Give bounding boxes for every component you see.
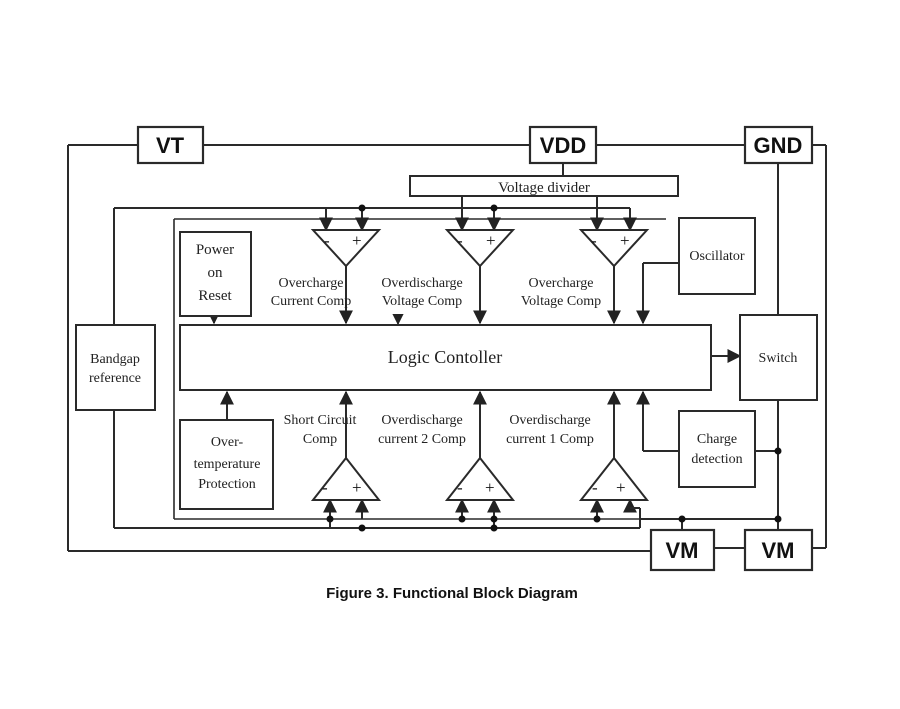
charge-detection-block: Charge detection bbox=[678, 410, 756, 488]
svg-text:-: - bbox=[322, 478, 328, 497]
svg-text:GND: GND bbox=[754, 133, 803, 158]
pin-vt: VT bbox=[136, 125, 205, 165]
svg-text:Current Comp: Current Comp bbox=[271, 294, 352, 309]
svg-text:-: - bbox=[591, 231, 597, 250]
pin-vm-right: VM bbox=[743, 528, 814, 572]
svg-text:Power: Power bbox=[196, 242, 234, 258]
svg-text:Overdischarge: Overdischarge bbox=[381, 276, 462, 291]
svg-text:Voltage Comp: Voltage Comp bbox=[521, 294, 601, 309]
svg-text:VM: VM bbox=[762, 538, 795, 563]
pin-vm-left: VM bbox=[649, 528, 716, 572]
svg-text:Reset: Reset bbox=[198, 288, 232, 304]
svg-text:Overcharge: Overcharge bbox=[528, 276, 593, 291]
comparator-overdischarge-current-1: - + Overdischarge current 1 Comp bbox=[506, 413, 650, 501]
comparator-overcharge-voltage: - + Overcharge Voltage Comp bbox=[521, 229, 650, 309]
oscillator-block: Oscillator bbox=[678, 217, 756, 295]
svg-text:Logic Contoller: Logic Contoller bbox=[388, 347, 502, 367]
switch-block: Switch bbox=[739, 314, 818, 401]
comparator-overdischarge-voltage: - + Overdischarge Voltage Comp bbox=[381, 229, 516, 309]
svg-text:Overdischarge: Overdischarge bbox=[381, 413, 462, 428]
comparator-overcharge-current: - + Overcharge Current Comp bbox=[271, 229, 382, 309]
svg-text:Short Circuit: Short Circuit bbox=[284, 413, 357, 428]
power-on-reset-block: Power on Reset bbox=[179, 231, 252, 317]
outer-wiring bbox=[67, 144, 827, 552]
over-temperature-block: Over- temperature Protection bbox=[179, 419, 274, 510]
svg-text:Protection: Protection bbox=[198, 477, 256, 492]
svg-text:temperature: temperature bbox=[194, 457, 261, 472]
svg-text:VT: VT bbox=[156, 133, 185, 158]
svg-text:-: - bbox=[592, 478, 598, 497]
svg-text:Voltage divider: Voltage divider bbox=[498, 180, 590, 196]
bandgap-reference-block: Bandgap reference bbox=[75, 324, 156, 411]
junction-dots bbox=[326, 204, 782, 532]
bottom-feed-wiring bbox=[220, 390, 679, 528]
svg-text:Oscillator: Oscillator bbox=[689, 249, 745, 264]
logic-controller-block: Logic Contoller bbox=[179, 324, 712, 391]
voltage-divider-block: Voltage divider bbox=[409, 175, 679, 197]
svg-text:Bandgap: Bandgap bbox=[90, 352, 140, 367]
comparator-overdischarge-current-2: - + Overdischarge current 2 Comp bbox=[378, 413, 516, 501]
svg-text:+: + bbox=[352, 231, 362, 250]
pin-gnd: GND bbox=[743, 125, 814, 165]
svg-text:on: on bbox=[208, 265, 224, 281]
svg-text:Comp: Comp bbox=[303, 432, 337, 447]
svg-text:detection: detection bbox=[691, 452, 742, 467]
svg-text:current 2 Comp: current 2 Comp bbox=[378, 432, 466, 447]
svg-text:reference: reference bbox=[89, 371, 141, 386]
svg-text:Switch: Switch bbox=[759, 351, 798, 366]
figure-caption: Figure 3. Functional Block Diagram bbox=[326, 585, 578, 602]
svg-text:+: + bbox=[616, 478, 626, 497]
svg-text:-: - bbox=[324, 231, 330, 250]
svg-text:-: - bbox=[457, 231, 463, 250]
top-feed-wiring bbox=[113, 196, 742, 529]
svg-text:Over-: Over- bbox=[211, 435, 244, 450]
svg-text:+: + bbox=[485, 478, 495, 497]
svg-text:-: - bbox=[457, 478, 463, 497]
svg-text:current 1 Comp: current 1 Comp bbox=[506, 432, 594, 447]
comparator-short-circuit: - + Short Circuit Comp bbox=[284, 413, 382, 501]
svg-text:+: + bbox=[486, 231, 496, 250]
svg-text:Overdischarge: Overdischarge bbox=[509, 413, 590, 428]
svg-text:VM: VM bbox=[666, 538, 699, 563]
svg-text:Charge: Charge bbox=[697, 432, 737, 447]
svg-text:Overcharge: Overcharge bbox=[278, 276, 343, 291]
pin-vdd: VDD bbox=[528, 125, 598, 165]
svg-text:VDD: VDD bbox=[540, 133, 586, 158]
svg-text:Voltage Comp: Voltage Comp bbox=[382, 294, 462, 309]
svg-text:+: + bbox=[352, 478, 362, 497]
svg-text:+: + bbox=[620, 231, 630, 250]
